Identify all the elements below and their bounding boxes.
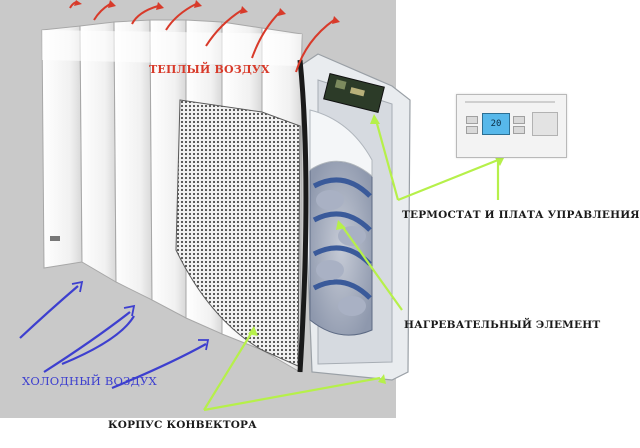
- cold-air-arrows: [19, 285, 207, 390]
- thermostat-label: ТЕРМОСТАТ И ПЛАТА УПРАВЛЕНИЯ: [402, 209, 640, 221]
- thermostat-display: 20: [482, 113, 510, 135]
- heating-element-label: НАГРЕВАТЕЛЬНЫЙ ЭЛЕМЕНТ: [404, 319, 601, 331]
- cutaway-edge: [297, 59, 309, 373]
- heating-element: [309, 160, 373, 336]
- thermostat-closeup: 20: [456, 94, 567, 158]
- thermostat-left-buttons: [466, 116, 478, 134]
- warm-air-label: ТЕПЛЫЙ ВОЗДУХ: [149, 63, 270, 76]
- thermostat-module-slot: [532, 112, 558, 136]
- warm-air-arrows: [69, 1, 335, 73]
- housing-label: КОРПУС КОНВЕКТОРА: [108, 419, 257, 431]
- thermostat-right-buttons: [513, 116, 525, 134]
- cold-air-label: ХОЛОДНЫЙ ВОЗДУХ: [22, 374, 157, 388]
- perforated-grille: [175, 99, 301, 367]
